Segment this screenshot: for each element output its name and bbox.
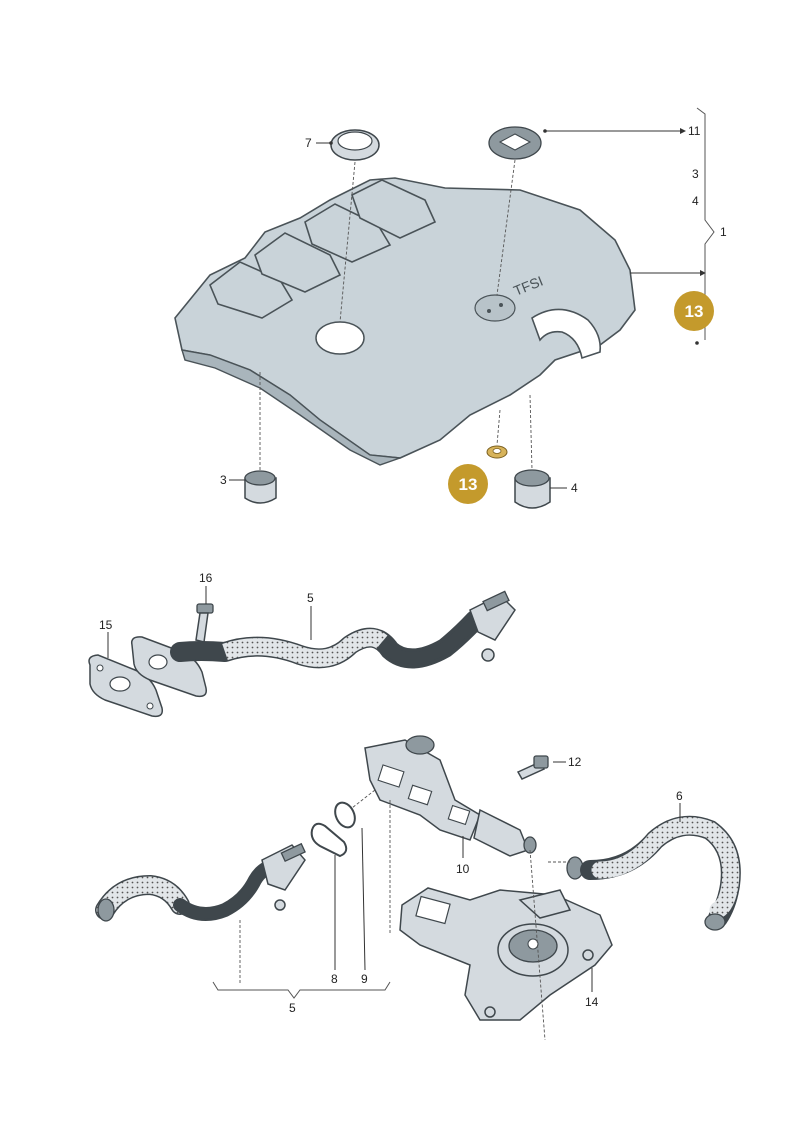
callout-11: 11 xyxy=(688,124,701,138)
callout-4: 4 xyxy=(571,481,578,495)
part-12-bolt[interactable] xyxy=(516,755,549,780)
part-8-seal[interactable] xyxy=(310,822,348,858)
leader-9 xyxy=(361,827,366,971)
callout-14: 14 xyxy=(585,995,599,1009)
svg-text:13: 13 xyxy=(685,302,704,321)
assembly-line-9 xyxy=(351,789,376,809)
part-5-breather-pipe[interactable] xyxy=(170,590,516,669)
callout-9: 9 xyxy=(361,972,368,986)
callout-16: 16 xyxy=(199,571,213,585)
callout-3: 3 xyxy=(220,473,227,487)
assembly-line-13 xyxy=(496,409,501,446)
part-13-washer[interactable] xyxy=(486,445,508,459)
svg-text:13: 13 xyxy=(459,475,478,494)
callout-10: 10 xyxy=(456,862,470,876)
callout-8: 8 xyxy=(331,972,338,986)
assembly-line-4 xyxy=(529,394,533,471)
part-6-hose[interactable] xyxy=(566,815,741,931)
callout-3-right: 3 xyxy=(692,167,699,181)
badge-13-center[interactable]: 13 xyxy=(448,464,488,504)
callout-4-right: 4 xyxy=(692,194,699,208)
part-9-o-ring[interactable] xyxy=(331,799,358,830)
callout-15: 15 xyxy=(99,618,113,632)
part-3-grommet[interactable] xyxy=(244,470,277,504)
engine-cover[interactable]: TFSI xyxy=(174,177,636,466)
bracket-1 xyxy=(696,107,715,340)
callout-6: 6 xyxy=(676,789,683,803)
bracket-5 xyxy=(212,981,391,999)
callout-5-bottom: 5 xyxy=(289,1001,296,1015)
part-4-grommet[interactable] xyxy=(514,469,551,509)
callout-12: 12 xyxy=(568,755,582,769)
callout-1: 1 xyxy=(720,225,727,239)
part-5-pipe-lower[interactable] xyxy=(95,842,306,922)
part-5-flange[interactable] xyxy=(130,636,208,698)
callout-7: 7 xyxy=(305,136,312,150)
part-11-cap[interactable] xyxy=(488,126,542,160)
part-10-valve-housing[interactable] xyxy=(364,735,537,857)
part-16-bolt[interactable] xyxy=(195,603,214,643)
part-14-oil-separator[interactable] xyxy=(399,887,613,1021)
callout-5-top: 5 xyxy=(307,591,314,605)
assembly-line-11 xyxy=(496,159,516,296)
part-7-cap-ring[interactable] xyxy=(330,129,380,161)
assembly-line-7 xyxy=(339,161,356,323)
badge-13-right[interactable]: 13 xyxy=(674,291,714,331)
assembly-line-12-14 xyxy=(529,849,546,1041)
part-15-gasket[interactable] xyxy=(88,654,164,718)
